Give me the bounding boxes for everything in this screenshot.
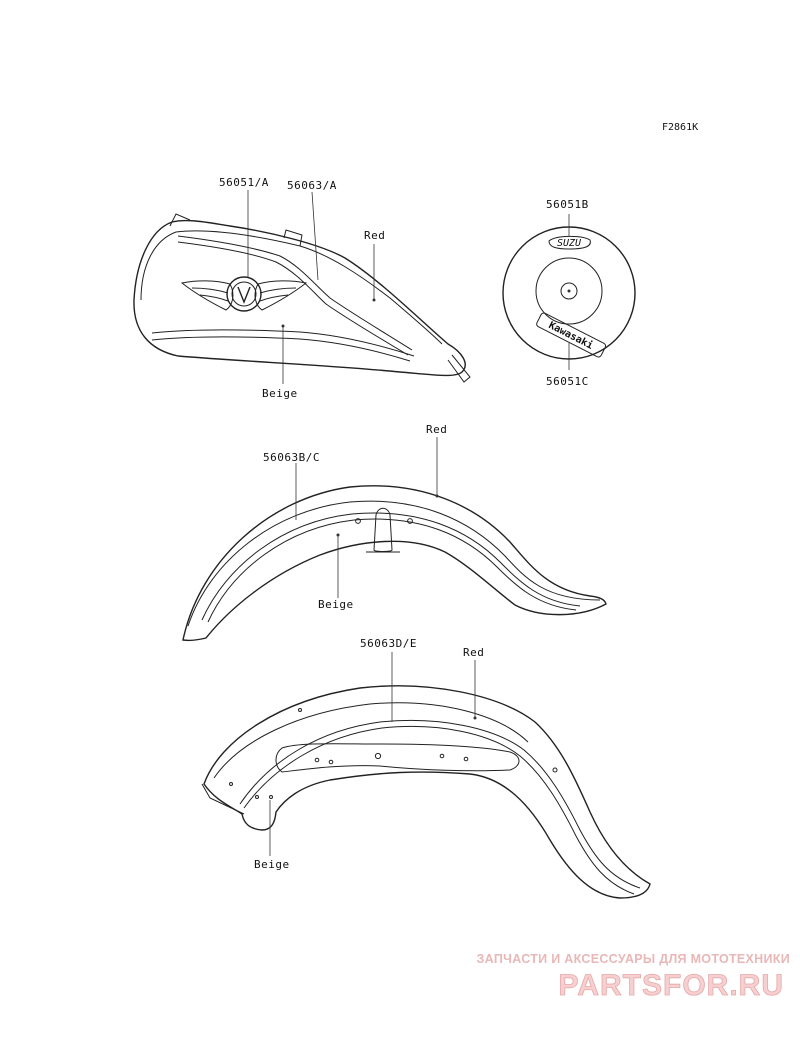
fuel-tank-stripe-label: 56063/A (287, 179, 337, 192)
front-fender-outline (182, 485, 607, 642)
fuel-tank-color-beige: Beige (262, 387, 298, 400)
figure-code: F2861K (662, 122, 698, 133)
fuel-tank-drawing (133, 190, 471, 384)
fuel-tank-outline (133, 219, 466, 377)
top-logo-text: SUZU (557, 238, 582, 249)
rear-fender-color-beige: Beige (254, 858, 290, 871)
fuel-tank-color-red: Red (364, 229, 385, 242)
watermark-site: PARTSFOR.RU (559, 969, 784, 1002)
rear-fender-drawing (201, 652, 651, 899)
round-cover-emblem: SUZU Kawasaki (502, 214, 636, 370)
rear-fender-color-red: Red (463, 646, 484, 659)
fuel-tank-emblem-label: 56051/A (219, 176, 269, 189)
fuel-tank-stripe-lower (151, 329, 415, 357)
cover-emblem-top-label: 56051B (546, 198, 589, 211)
rear-fender-label: 56063D/E (360, 637, 417, 650)
front-fender-color-beige: Beige (318, 598, 354, 611)
top-logo-badge: SUZU (548, 235, 591, 250)
cover-emblem-bottom-label: 56051C (546, 375, 589, 388)
rear-fender-stripe (239, 719, 641, 889)
watermark-logo: ЗАПЧАСТИ И АКСЕССУАРЫ ДЛЯ МОТОТЕХНИКИ PA… (477, 952, 790, 1002)
front-fender-label: 56063B/C (263, 451, 320, 464)
front-fender-stripe (201, 512, 581, 621)
rear-fender-mount-bracket (275, 743, 520, 773)
fuel-tank-stripe-upper (177, 235, 413, 351)
watermark-tagline: ЗАПЧАСТИ И АКСЕССУАРЫ ДЛЯ МОТОТЕХНИКИ (477, 952, 790, 966)
v-wing-emblem-icon (180, 276, 308, 312)
rear-fender-outline (203, 685, 651, 899)
kawasaki-logo-badge: Kawasaki (536, 312, 607, 358)
front-fender-drawing (182, 437, 607, 642)
front-fender-color-red: Red (426, 423, 447, 436)
